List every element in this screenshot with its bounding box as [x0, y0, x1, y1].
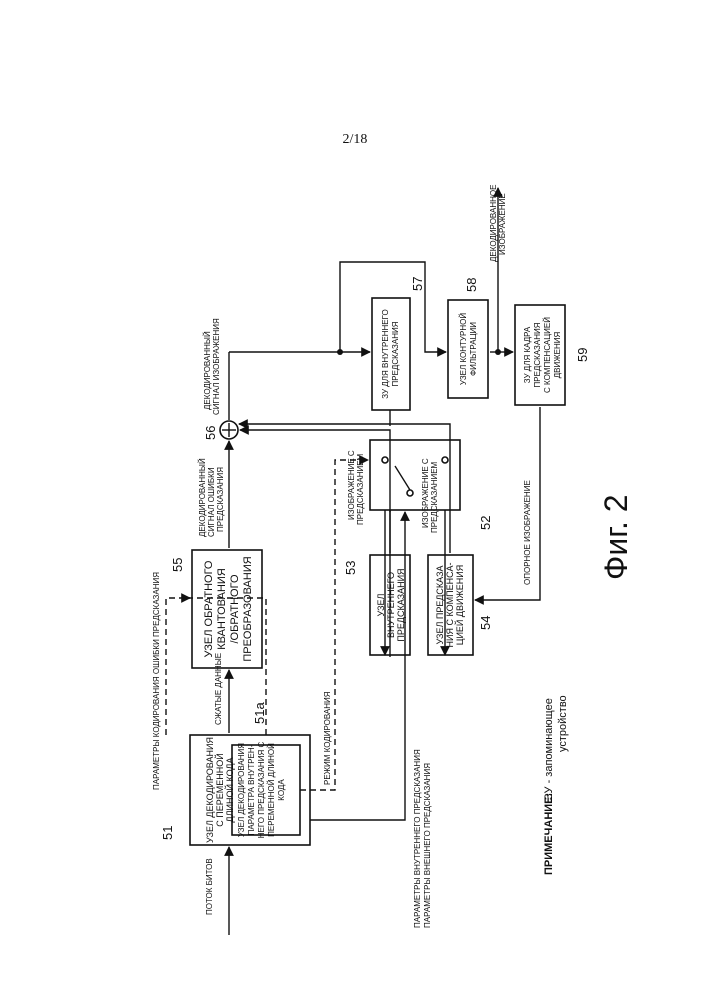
label-decoded-img-2: СИГНАЛ ИЗОБРАЖЕНИЯ — [212, 318, 221, 415]
arrow-54-to-adder — [238, 419, 451, 553]
ref-58: 58 — [464, 278, 479, 292]
b57-line1: ЗУ ДЛЯ ВНУТРЕННЕГО — [381, 309, 390, 398]
switch-pivot — [406, 489, 414, 497]
switch-lever — [394, 465, 411, 491]
block-54-mc-prediction — [427, 554, 474, 656]
block-51a-intra-param-vld — [231, 744, 301, 836]
b54-line3: ЦИЕЙ ДВИЖЕНИЯ — [454, 565, 465, 645]
label-bitstream: ПОТОК БИТОВ — [205, 858, 214, 915]
arrow-coding-mode — [300, 455, 369, 791]
arrow-to-58 — [339, 261, 447, 357]
ref-54: 54 — [478, 616, 493, 630]
label-compressed-data: СЖАТЫЕ ДАННЫЕ — [214, 653, 223, 725]
b53-line1: УЗЕЛ — [376, 593, 386, 616]
label-pred-mc-1: ИЗОБРАЖЕНИЕ С — [421, 458, 430, 528]
block-57-intra-memory — [371, 297, 411, 411]
ref-55: 55 — [170, 558, 185, 572]
note-text-2: устройство — [557, 695, 569, 752]
ref-56: 56 — [203, 426, 218, 440]
switch-contact-1 — [381, 456, 389, 464]
label-pred-intra-2: ПРЕДСКАЗАНИЕМ — [356, 453, 365, 525]
label-decoded-err-2: СИГНАЛ ОШИБКИ — [207, 467, 216, 537]
b51-line2: С ПЕРЕМЕННОЙ — [214, 753, 225, 826]
b55-line4: ПРЕОБРАЗОВАНИЯ — [242, 556, 254, 661]
b55-line1: УЗЕЛ ОБРАТНОГО — [203, 560, 215, 657]
label-reference-image: ОПОРНОЕ ИЗОБРАЖЕНИЕ — [523, 480, 532, 585]
ref-51: 51 — [160, 826, 175, 840]
note-label: ПРИМЕЧАНИЕ: — [543, 793, 555, 875]
b54-line1: УЗЕЛ ПРЕДСКАЗА — [435, 565, 445, 644]
b53-line3: ПРЕДСКАЗАНИЯ — [396, 568, 406, 641]
ref-52: 52 — [478, 516, 493, 530]
b55-line3: /ОБРАТНОГО — [229, 574, 241, 643]
b51a-line1: УЗЕЛ ДЕКОДИРОВАНИЯ — [237, 743, 246, 837]
b51a-line4: ПЕРЕМЕННОЙ ДЛИНОЙ — [267, 743, 276, 837]
label-intra-params: ПАРАМЕТРЫ ВНУТРЕННЕГО ПРЕДСКАЗАНИЯ — [413, 749, 422, 928]
b59-line3: С КОМПЕНСАЦИЕЙ — [543, 317, 552, 393]
arrow-params-to-switch — [310, 511, 410, 821]
b57-line2: ПРЕДСКАЗАНИЯ — [391, 321, 400, 386]
ref-51a: 51a — [252, 702, 267, 724]
label-output-2: ИЗОБРАЖЕНИЕ — [498, 193, 507, 255]
b51a-line3: НЕГО ПРЕДСКАЗАНИЯ С — [257, 742, 266, 839]
b51-line3: ДЛИНОЙ КОДА — [224, 758, 235, 823]
b59-line4: ДВИЖЕНИЯ — [553, 332, 562, 379]
b53-line2: ВНУТРЕННЕГО — [386, 572, 396, 638]
b54-line2: НИЯ С КОМПЕНСА- — [445, 563, 455, 648]
ref-59: 59 — [575, 348, 590, 362]
label-decoded-err-3: ПРЕДСКАЗАНИЯ — [216, 467, 225, 532]
arrow-pred-err-params-in — [165, 593, 191, 735]
label-decoded-img-1: ДЕКОДИРОВАННЫЙ — [203, 331, 212, 410]
label-pred-mc-2: ПРЕДСКАЗАНИЕМ — [430, 461, 439, 533]
ref-53: 53 — [343, 561, 358, 575]
b58-line1: УЗЕЛ КОНТУРНОЙ — [459, 313, 468, 385]
ref-57: 57 — [410, 277, 425, 291]
b58-line2: ФИЛЬТРАЦИИ — [469, 322, 478, 376]
switch-contact-2 — [441, 456, 449, 464]
b55-line2: КВАНТОВАНИЯ — [216, 568, 228, 650]
b51a-line5: КОДА — [277, 779, 286, 801]
block-52-switch — [369, 439, 461, 511]
label-coding-mode: РЕЖИМ КОДИРОВАНИЯ — [323, 691, 332, 785]
b59-line2: ПРЕДСКАЗАНИЯ — [533, 322, 542, 387]
b51-line1: УЗЕЛ ДЕКОДИРОВАНИЯ — [205, 737, 215, 843]
label-output-1: ДЕКОДИРОВАННОЕ — [489, 185, 498, 262]
label-pred-intra-1: ИЗОБРАЖЕНИЕ С — [347, 450, 356, 520]
page-number: 2/18 — [342, 132, 368, 147]
label-decoded-err-1: ДЕКОДИРОВАННЫЙ — [198, 458, 207, 537]
label-inter-params: ПАРАМЕТРЫ ВНЕШНЕГО ПРЕДСКАЗАНИЯ — [423, 763, 432, 928]
block-58-loop-filter — [447, 299, 489, 399]
arrow-reference-image — [474, 407, 541, 605]
b59-line1: ЗУ ДЛЯ КАДРА — [523, 326, 532, 383]
block-59-mc-frame-memory — [514, 304, 566, 406]
b51a-line2: ПАРАМЕТРА ВНУТРЕН- — [247, 744, 256, 835]
figure-label: Фиг. 2 — [598, 494, 634, 580]
block-55-inverse-quant-transform — [191, 549, 263, 669]
note-text-1: ЗУ - запоминающее — [543, 698, 555, 800]
label-pred-err-params: ПАРАМЕТРЫ КОДИРОВАНИЯ ОШИБКИ ПРЕДСКАЗАНИ… — [152, 572, 161, 790]
arrow-53-to-adder — [239, 425, 391, 553]
